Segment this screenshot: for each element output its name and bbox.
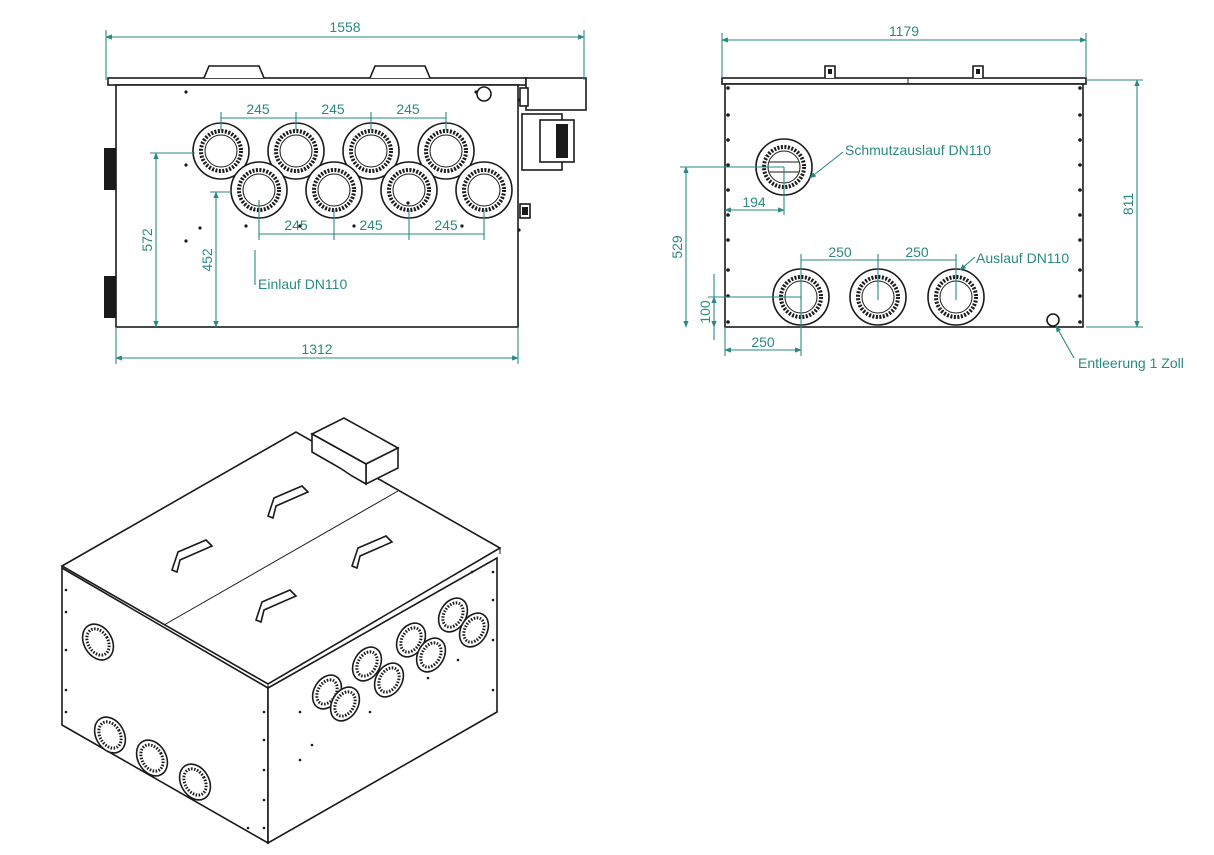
iso-bolts <box>64 570 495 830</box>
iso-left-pipes <box>81 623 212 801</box>
iso-pipe <box>178 763 212 801</box>
dim-front-spacing-top-1: 245 <box>246 101 270 117</box>
inlet-circle <box>380 161 438 219</box>
iso-pipe <box>437 597 469 633</box>
isometric-view <box>60 417 502 845</box>
dim-side-outlet-offset: 250 <box>751 334 775 350</box>
iso-handles <box>171 485 394 624</box>
iso-pipe <box>458 612 490 648</box>
iso-lid-split <box>163 490 399 626</box>
dim-front-spacing-top-3: 245 <box>396 101 420 117</box>
label-schmutzauslauf: Schmutzauslauf DN110 <box>845 142 991 158</box>
inlet-circle <box>192 122 250 180</box>
dim-side-dirt-outlet-offset: 194 <box>742 194 766 210</box>
iso-pipe <box>329 686 361 722</box>
dim-front-height-lower: 452 <box>199 248 215 272</box>
iso-pump-box <box>310 417 400 486</box>
side-lid <box>721 77 1087 85</box>
side-dimensions <box>680 33 1143 359</box>
front-handle-left <box>203 65 265 79</box>
iso-pipe <box>135 739 169 777</box>
inlet-circle <box>417 122 475 180</box>
label-einlauf: Einlauf DN110 <box>258 276 347 292</box>
pump-assembly <box>519 77 587 219</box>
dim-front-spacing-bottom-2: 245 <box>359 217 383 233</box>
iso-pipe <box>415 637 447 673</box>
inlet-circle <box>455 161 513 219</box>
iso-right-pipes <box>311 597 490 722</box>
label-auslauf: Auslauf DN110 <box>976 250 1069 266</box>
front-vent <box>476 86 492 102</box>
front-lid <box>107 77 527 86</box>
dim-side-outlet-spacing-1: 250 <box>828 244 852 260</box>
front-left-stub-bottom <box>104 276 116 318</box>
iso-pipe <box>93 716 127 754</box>
dim-front-spacing-bottom-1: 245 <box>284 217 308 233</box>
dim-front-total-width: 1558 <box>329 19 360 35</box>
iso-right-face <box>267 556 498 845</box>
dim-front-spacing-top-2: 245 <box>321 101 345 117</box>
iso-pipe <box>373 662 405 698</box>
inlet-circle <box>305 161 363 219</box>
dim-side-dirt-outlet-height: 529 <box>669 235 685 259</box>
front-dimensions <box>105 30 585 364</box>
dim-side-total-width: 1179 <box>889 23 919 39</box>
label-entleerung: Entleerung 1 Zoll <box>1078 355 1184 371</box>
iso-pipe <box>81 623 115 661</box>
side-bolts <box>726 86 1082 324</box>
drain-circle <box>1046 313 1060 327</box>
dim-front-height-upper: 572 <box>139 228 155 252</box>
side-view: 1179 811 529 194 250 250 250 100 Schmutz… <box>669 23 1184 371</box>
dim-side-outlet-height: 100 <box>697 300 713 324</box>
iso-pipe <box>351 646 383 682</box>
front-inlets <box>192 122 513 219</box>
front-view: 1558 1312 245 245 245 245 245 245 572 45… <box>104 19 587 364</box>
front-left-stub-top <box>104 148 116 190</box>
dim-front-body-width: 1312 <box>301 341 332 357</box>
dim-side-height: 811 <box>1120 193 1136 216</box>
front-bolts <box>184 90 521 243</box>
iso-pipe <box>395 622 427 658</box>
dim-side-outlet-spacing-2: 250 <box>905 244 929 260</box>
dim-front-spacing-bottom-3: 245 <box>434 217 458 233</box>
front-handle-right <box>369 65 431 79</box>
